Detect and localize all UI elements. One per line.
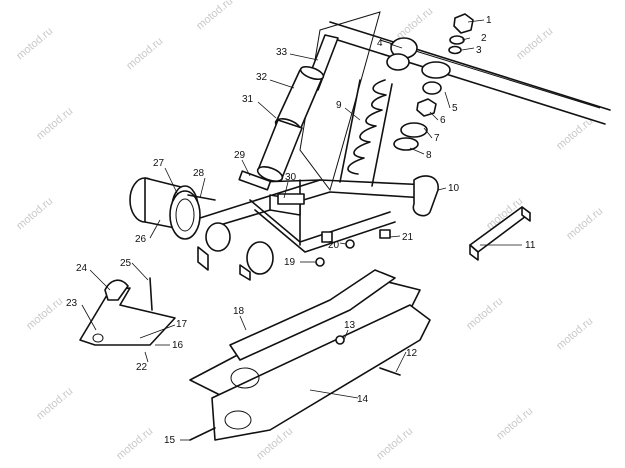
watermark: motod.ru: [514, 25, 555, 62]
callout-10: 10: [448, 183, 460, 194]
watermark: motod.ru: [374, 425, 415, 462]
watermark: motod.ru: [114, 425, 155, 462]
watermark: motod.ru: [554, 115, 595, 152]
callout-26: 26: [135, 234, 147, 245]
callout-23: 23: [66, 298, 78, 309]
watermark: motod.ru: [464, 295, 505, 332]
callout-5: 5: [452, 103, 458, 114]
steering-shaft: [256, 34, 339, 182]
callout-9: 9: [336, 100, 342, 111]
callout-20: 20: [328, 240, 340, 251]
callout-14: 14: [357, 394, 369, 405]
watermark: motod.ru: [394, 5, 435, 42]
callout-15: 15: [164, 435, 176, 446]
callout-21: 21: [402, 232, 414, 243]
callout-33: 33: [276, 47, 288, 58]
callout-24: 24: [76, 263, 88, 274]
axle-housing: [129, 177, 201, 240]
bolt-25: [149, 277, 153, 311]
frame-rail: [324, 21, 611, 125]
watermark: motod.ru: [14, 195, 55, 232]
callout-22: 22: [136, 362, 148, 373]
watermark: motod.ru: [124, 35, 165, 72]
callout-11: 11: [525, 240, 536, 251]
callout-4: 4: [377, 38, 383, 49]
callout-labels: 1 2 3 4 5 6 7 8 9 10 11 12 13 14 15 16 1…: [66, 15, 536, 446]
callout-6: 6: [440, 115, 446, 126]
callout-8: 8: [426, 150, 432, 161]
shock-top-hardware: [386, 13, 474, 151]
fasteners: [189, 335, 401, 441]
watermark: motod.ru: [14, 25, 55, 62]
callout-27: 27: [153, 158, 165, 169]
callout-32: 32: [256, 72, 268, 83]
callout-1: 1: [486, 15, 492, 26]
watermark: motod.ru: [564, 205, 605, 242]
lower-guard: [189, 269, 431, 441]
callout-17: 17: [176, 319, 188, 330]
small-hardware: [315, 229, 391, 267]
callout-30: 30: [285, 172, 297, 183]
leader-lines: [81, 19, 522, 441]
callout-2: 2: [481, 33, 487, 44]
callout-3: 3: [476, 45, 482, 56]
pin-set: [238, 170, 305, 205]
watermark: motod.ru: [554, 315, 595, 352]
watermark: motod.ru: [34, 105, 75, 142]
watermark: motod.ru: [494, 405, 535, 442]
clamp-brackets: [197, 222, 274, 281]
callout-16: 16: [172, 340, 184, 351]
callout-13: 13: [344, 320, 356, 331]
watermark: motod.ru: [34, 385, 75, 422]
callout-12: 12: [406, 348, 418, 359]
callout-28: 28: [193, 168, 205, 179]
guide-outline: [299, 11, 381, 192]
watermark: motod.ru: [194, 0, 235, 32]
callout-18: 18: [233, 306, 245, 317]
callout-25: 25: [120, 258, 132, 269]
watermark: motod.ru: [24, 295, 65, 332]
shock-spring: [339, 79, 393, 187]
callout-29: 29: [234, 150, 246, 161]
callout-31: 31: [242, 94, 254, 105]
square-bar: [469, 206, 531, 261]
bolt-28: [187, 194, 216, 201]
mount-bracket: [79, 279, 176, 346]
callout-7: 7: [434, 133, 440, 144]
callout-19: 19: [284, 257, 296, 268]
